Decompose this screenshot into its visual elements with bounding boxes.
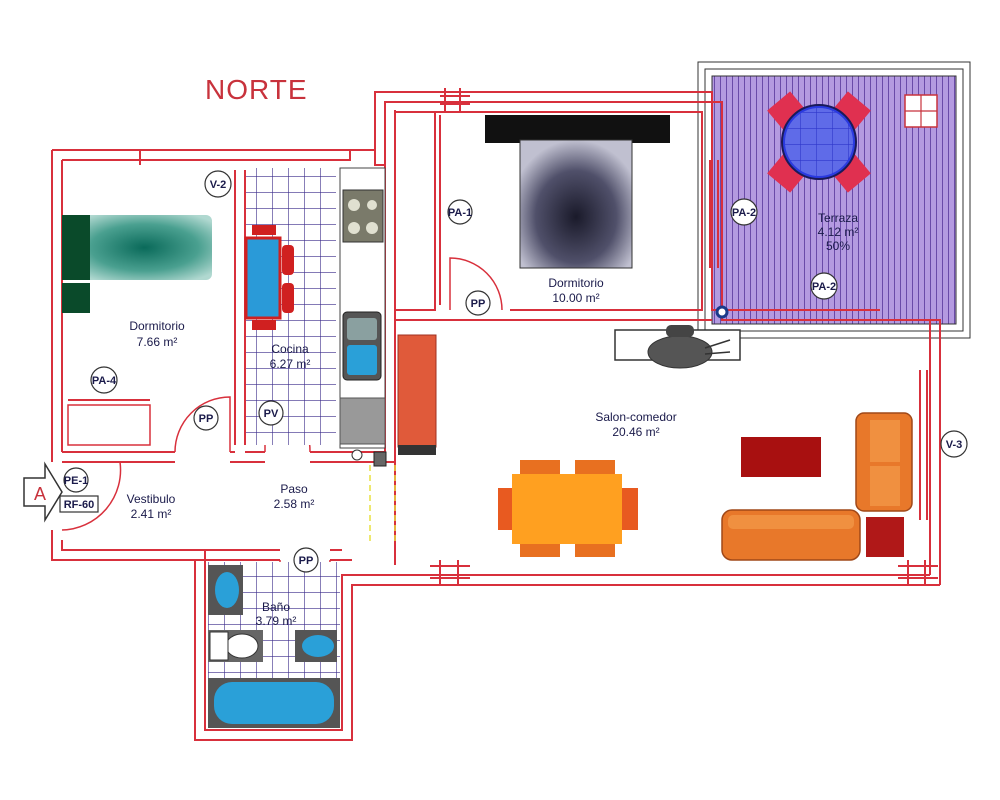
tag-v2: V-2 <box>210 179 227 191</box>
tag-pa1: PA-1 <box>448 207 472 219</box>
room-area-bano: 3.79 m² <box>256 614 297 628</box>
terrace-table-set <box>767 91 871 193</box>
rug <box>741 437 821 477</box>
room-name-bano: Baño <box>262 600 290 614</box>
tag-pp-2: PP <box>199 413 214 425</box>
cooktop <box>342 189 384 243</box>
side-table <box>866 517 904 557</box>
tv-desk <box>614 325 741 369</box>
room-name-cocina: Cocina <box>271 342 309 356</box>
wall-lamp <box>715 305 729 319</box>
bed-1 <box>62 215 212 313</box>
toilet <box>208 630 263 662</box>
tag-pp-1: PP <box>471 298 486 310</box>
bidet <box>295 630 337 662</box>
entry-arrow <box>23 461 63 523</box>
tag-pv: PV <box>264 408 279 420</box>
room-name-vestibulo: Vestibulo <box>127 492 176 506</box>
sofa <box>721 509 861 561</box>
terrace-area <box>697 61 971 339</box>
room-area-vestibulo: 2.41 m² <box>131 507 172 521</box>
tag-pe1: PE-1 <box>64 475 88 487</box>
room-name-dormitorio-1: Dormitorio <box>129 319 185 333</box>
room-name-dormitorio-2: Dormitorio <box>548 276 604 290</box>
room-name-paso: Paso <box>280 482 308 496</box>
room-area-paso: 2.58 m² <box>274 497 315 511</box>
room-name-salon-comedor: Salon-comedor <box>595 410 676 424</box>
fridge <box>339 397 386 445</box>
dining-set <box>498 460 638 557</box>
rf60-box <box>59 495 99 513</box>
tag-v3: V-3 <box>946 439 963 451</box>
passage-threshold <box>369 465 396 545</box>
bed-2 <box>485 115 670 269</box>
tag-markers <box>63 170 968 573</box>
bathtub <box>208 678 340 728</box>
room-area-dormitorio-1: 7.66 m² <box>137 335 178 349</box>
tag-pa2-a: PA-2 <box>732 207 756 219</box>
tag-entry: A <box>34 484 46 504</box>
tag-pa2-b: PA-2 <box>812 281 836 293</box>
room-extra-terraza: 50% <box>826 239 850 253</box>
terrace-skylight <box>904 94 938 128</box>
room-name-terraza: Terraza <box>818 211 858 225</box>
bath-sink <box>208 565 243 615</box>
room-area-dormitorio-2: 10.00 m² <box>552 291 599 305</box>
kitchen-table <box>244 225 294 330</box>
orientation-label: NORTE <box>205 74 308 105</box>
kitchen-sink <box>342 311 382 381</box>
storage-unit <box>397 334 437 455</box>
armchair <box>855 412 913 512</box>
tag-pa4: PA-4 <box>92 375 117 387</box>
water-heater <box>351 449 387 467</box>
room-area-salon-comedor: 20.46 m² <box>612 425 659 439</box>
room-area-terraza: 4.12 m² <box>818 225 859 239</box>
tag-rf60: RF-60 <box>64 499 95 511</box>
tag-pp-3: PP <box>299 555 314 567</box>
wardrobe-1 <box>67 404 151 446</box>
windows <box>68 88 938 584</box>
room-area-cocina: 6.27 m² <box>270 357 311 371</box>
